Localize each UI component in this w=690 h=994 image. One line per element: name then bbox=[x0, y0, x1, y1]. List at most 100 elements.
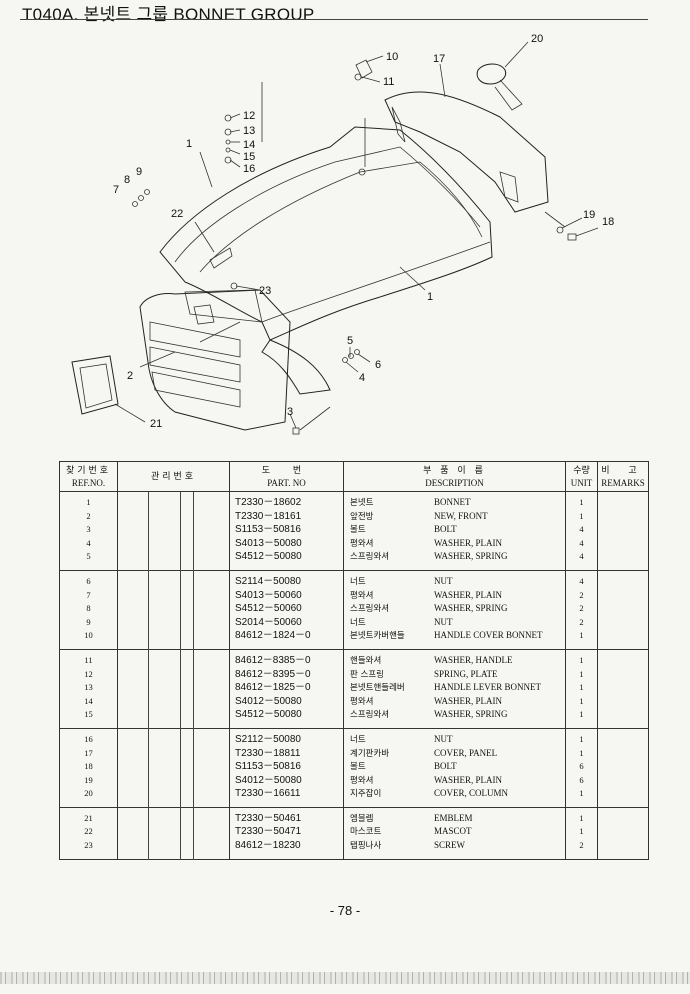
ref-cell: 16 17 18 19 20 bbox=[59, 728, 118, 808]
description-english: COVER, COLUMN bbox=[434, 788, 509, 799]
description-korean: 본넷트핸들레버 bbox=[350, 683, 405, 694]
part-number: S4512－50060 bbox=[235, 603, 302, 615]
ref-no: 6 bbox=[86, 575, 91, 586]
callout-3: 3 bbox=[287, 406, 293, 418]
part-number: S2014－50060 bbox=[235, 616, 302, 628]
part-number: 84612－1824－0 bbox=[235, 630, 311, 642]
ref-no: 18 bbox=[84, 761, 93, 772]
mgmt-cell bbox=[193, 728, 230, 808]
callout-20: 20 bbox=[531, 33, 543, 45]
description-korean: 볼트 bbox=[350, 762, 366, 773]
part-number: T2330－18602 bbox=[235, 497, 302, 508]
header-remarks: 비 고 REMARKS bbox=[597, 461, 649, 492]
unit-qty: 1 bbox=[579, 668, 584, 679]
ref-no: 10 bbox=[84, 630, 93, 641]
description-english: EMBLEM bbox=[434, 812, 473, 823]
part-description: 판 스프링 SPRING, PLATE bbox=[344, 668, 565, 682]
header-desc-ko: 부 품 이 름 bbox=[423, 465, 486, 476]
description-korean: 판 스프링 bbox=[350, 669, 384, 680]
header-ref: 찾기번호 REF.NO. bbox=[59, 461, 118, 492]
description-english: WASHER, SPRING bbox=[434, 551, 508, 562]
part-number: S4013－50060 bbox=[235, 589, 302, 601]
description-korean: 너트 bbox=[350, 576, 366, 587]
header-ref-en: REF.NO. bbox=[71, 477, 106, 488]
unit-qty: 1 bbox=[579, 733, 584, 744]
callout-21: 21 bbox=[150, 418, 162, 430]
ref-no: 19 bbox=[84, 774, 93, 785]
callout-13: 13 bbox=[243, 125, 255, 137]
header-unit-en: UNIT bbox=[570, 477, 593, 488]
remarks-cell bbox=[598, 649, 649, 728]
unit-qty: 1 bbox=[579, 682, 584, 693]
part-number: S2114－50080 bbox=[235, 575, 301, 587]
title-underline bbox=[20, 19, 648, 20]
callout-15: 15 bbox=[243, 151, 255, 163]
unit-qty: 4 bbox=[579, 551, 584, 562]
mgmt-cell bbox=[180, 649, 194, 729]
part-number: S4012－50080 bbox=[235, 774, 302, 786]
callout-1-column: 1 bbox=[186, 138, 192, 150]
mgmt-cell bbox=[148, 728, 181, 808]
ref-no: 16 bbox=[84, 733, 93, 744]
description-english: WASHER, HANDLE bbox=[434, 654, 513, 665]
callout-17: 17 bbox=[433, 53, 445, 65]
description-english: WASHER, PLAIN bbox=[434, 774, 503, 785]
ref-no: 3 bbox=[86, 524, 91, 535]
mgmt-cell bbox=[148, 807, 181, 860]
part-number: S2112－50080 bbox=[235, 733, 301, 745]
mgmt-cell bbox=[180, 807, 194, 860]
part-number: S1153－50816 bbox=[235, 524, 301, 536]
header-desc-en: DESCRIPTION bbox=[425, 477, 484, 488]
ref-no: 5 bbox=[86, 551, 91, 562]
part-number: 84612－18230 bbox=[235, 840, 301, 852]
part-number: S4013－50080 bbox=[235, 537, 302, 549]
exploded-parts-diagram: 1 1 2 3 4 5 6 7 8 9 10 11 12 13 14 15 16… bbox=[0, 22, 690, 460]
bonnet-drawing bbox=[71, 41, 599, 435]
part-description: 너트 NUT bbox=[344, 575, 565, 589]
mgmt-cell bbox=[117, 728, 149, 808]
description-english: SPRING, PLATE bbox=[434, 668, 498, 679]
header-part-ko: 도 번 bbox=[261, 465, 312, 476]
callout-6: 6 bbox=[375, 359, 381, 371]
callout-11: 11 bbox=[383, 76, 394, 88]
remarks-cell bbox=[598, 570, 649, 649]
part-number: 84612－1825－0 bbox=[235, 682, 311, 694]
callout-19: 19 bbox=[583, 209, 595, 221]
ref-no: 17 bbox=[84, 747, 93, 758]
unit-qty: 4 bbox=[579, 524, 584, 535]
unit-qty: 1 bbox=[579, 630, 584, 641]
part-number: S4012－50080 bbox=[235, 695, 302, 707]
callout-4: 4 bbox=[359, 372, 365, 384]
description-korean: 핸들와셔 bbox=[350, 655, 382, 666]
description-korean: 지주잡이 bbox=[350, 789, 382, 800]
part-number: S1153－50816 bbox=[235, 761, 301, 773]
description-cell: 핸들와셔 WASHER, HANDLE 판 스프링 SPRING, PLATE 본넷트핸… bbox=[343, 649, 566, 729]
description-korean: 스프링와셔 bbox=[350, 552, 390, 563]
unit-qty: 1 bbox=[579, 695, 584, 706]
description-korean: 마스코트 bbox=[350, 827, 382, 838]
mgmt-cell bbox=[148, 570, 181, 650]
description-english: NUT bbox=[434, 575, 453, 586]
unit-qty: 2 bbox=[579, 616, 584, 627]
ref-no: 20 bbox=[84, 788, 93, 799]
part-number: T2330－50471 bbox=[235, 826, 302, 838]
